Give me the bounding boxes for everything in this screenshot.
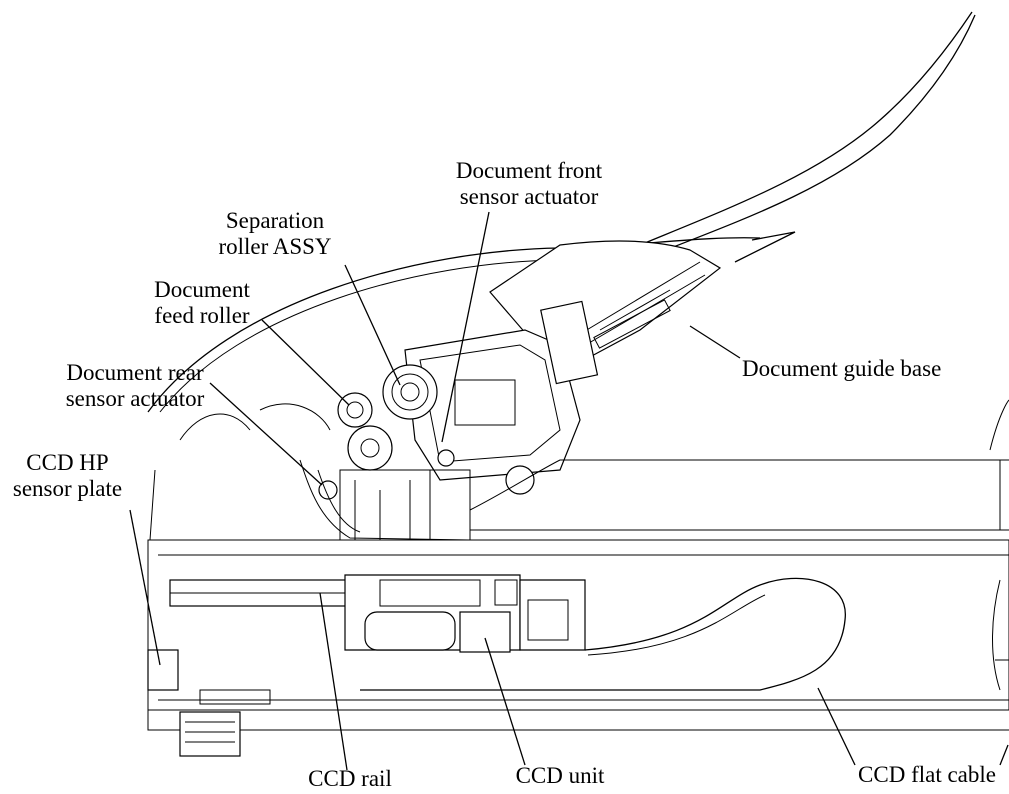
label-separation-roller-assy: Separation roller ASSY [210,208,340,260]
separation-roller [382,364,438,420]
label-text: Document guide base [742,356,942,381]
scanner-base [147,539,1009,711]
label-line: sensor actuator [65,386,205,411]
label-line: sensor actuator [459,184,599,209]
ccd-hp-sensor-plate [147,649,179,691]
label-line: Separation [225,208,325,233]
ccd-unit [344,574,586,653]
document-feed-roller [337,392,373,428]
label-ccd-unit: CCD unit [480,763,640,789]
label-text: CCD rail [308,766,392,791]
label-line: sensor plate [12,476,123,501]
leader-lines [129,211,1009,771]
label-line: Document [154,277,250,302]
feeder-housing [404,329,581,481]
ccd-flat-cable [360,577,846,691]
label-text: CCD unit [515,763,605,788]
label-ccd-rail: CCD rail [280,766,420,792]
label-document-front-sensor-actuator: Document front sensor actuator [444,158,614,210]
label-line: Document rear [66,360,204,385]
label-line: roller ASSY [218,234,332,259]
label-document-guide-base: Document guide base [742,356,941,382]
label-line: CCD HP [26,450,109,475]
label-line: feed roller [154,303,250,328]
upper-cover [147,237,761,413]
label-ccd-hp-sensor-plate: CCD HP sensor plate [0,450,135,502]
label-line: Document front [455,158,603,183]
label-document-feed-roller: Document feed roller [138,277,266,329]
front-sensor-actuator [437,449,455,467]
label-text: CCD flat cable [858,762,996,787]
label-document-rear-sensor-actuator: Document rear sensor actuator [40,360,230,412]
label-ccd-flat-cable: CCD flat cable [790,762,996,788]
